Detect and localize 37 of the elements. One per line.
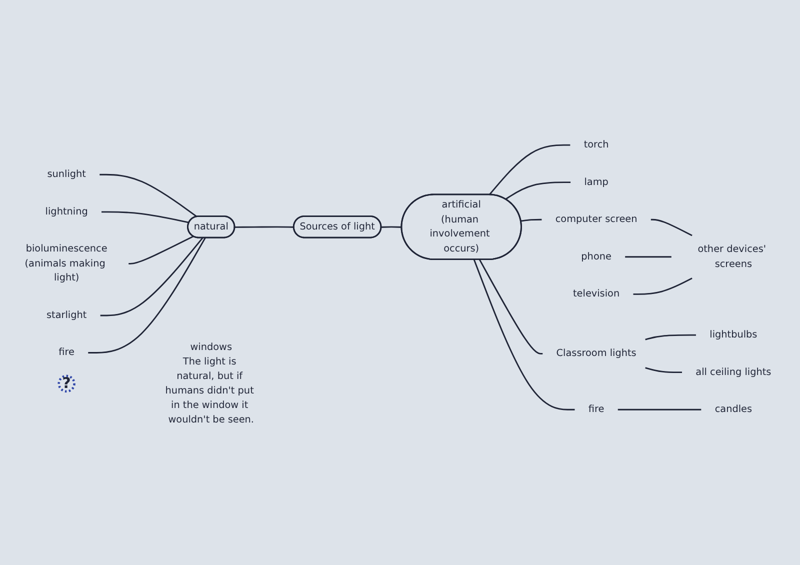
node-text: sunlight	[47, 168, 86, 180]
node-text: other devices' screens	[698, 244, 766, 270]
node-text: torch	[584, 138, 609, 150]
node-text: lightning	[45, 206, 88, 218]
node-text: lightbulbs	[710, 328, 758, 340]
node-text: fire	[588, 403, 604, 415]
connector	[381, 226, 402, 228]
connector	[633, 278, 692, 295]
connector	[650, 218, 692, 236]
node-label: windows	[190, 341, 232, 353]
connector	[618, 408, 702, 410]
connector	[488, 144, 570, 196]
connector	[520, 218, 542, 222]
connector	[473, 259, 575, 410]
node-text: starlight	[46, 309, 87, 321]
connector	[645, 367, 682, 374]
connector	[100, 237, 204, 316]
connector	[505, 182, 571, 200]
node-text: computer screen	[555, 213, 638, 225]
connector	[100, 174, 198, 218]
connector	[102, 211, 190, 224]
node-text: candles	[714, 403, 752, 415]
node-circle: ?	[58, 374, 76, 392]
connector	[128, 236, 194, 264]
node-text: lamp	[584, 176, 608, 188]
node-text: Classroom lights	[556, 348, 636, 359]
node-text: television	[573, 288, 620, 300]
node-text: all ceiling lights	[696, 366, 772, 378]
node-text: phone	[581, 250, 612, 262]
connector	[88, 237, 206, 354]
node-label: The light is natural, but if humans didn't put in the window it wouldn't be seen.	[165, 356, 254, 426]
connector	[625, 256, 672, 258]
connector	[234, 226, 294, 228]
connector	[645, 334, 696, 340]
node-text: bioluminescence (animals making light)	[24, 243, 108, 284]
connector	[478, 259, 543, 354]
node-text: fire	[58, 346, 74, 358]
